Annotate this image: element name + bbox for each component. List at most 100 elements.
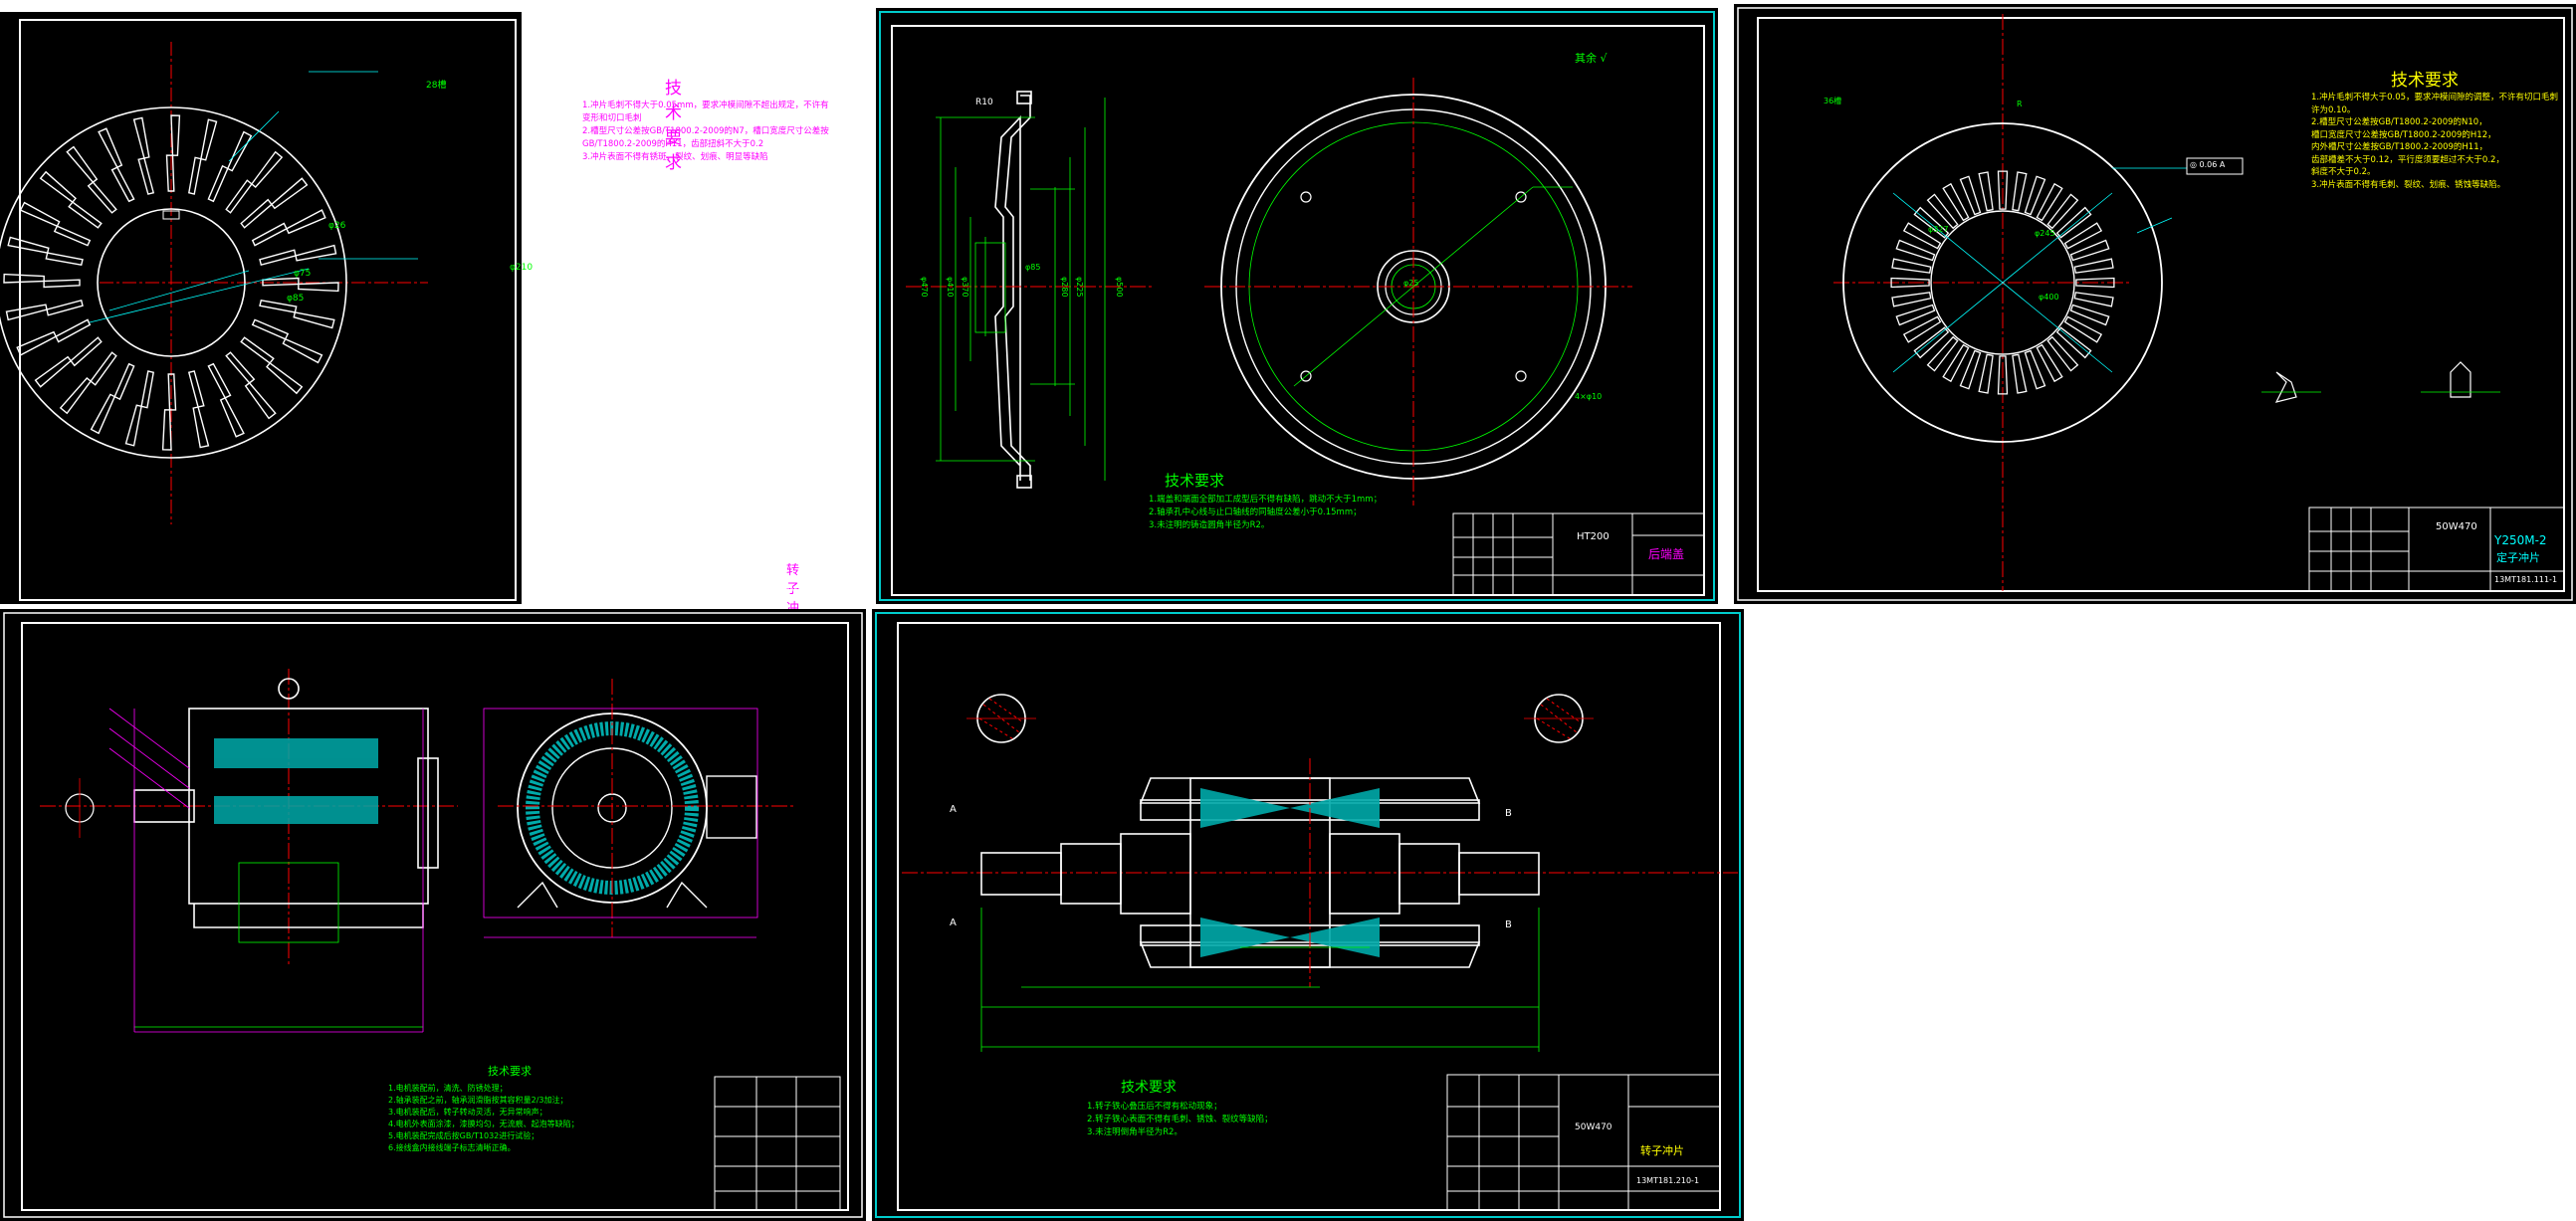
rotor-lamination-drawing xyxy=(0,19,517,601)
rotor-dim-bore: φ75 xyxy=(294,269,312,279)
rotor-slot xyxy=(34,336,103,388)
assembly-tech-title: 技术要求 xyxy=(488,1065,532,1078)
stator-slot xyxy=(1913,326,1950,359)
stator-tech-note: 斜度不大于0.2。 xyxy=(2311,167,2376,177)
section-label-a-bottom: A xyxy=(950,917,957,928)
stator-tolerance-box: ◎ 0.06 A xyxy=(2190,160,2226,169)
stator-tech-note: 许为0.10。 xyxy=(2311,104,2356,115)
end-cover-dim-a: φ470 xyxy=(920,277,929,298)
assembly-drawing xyxy=(3,612,863,1218)
rotor-drawing-no: 13MT181.210-1 xyxy=(778,586,844,606)
rotor-slot xyxy=(251,209,326,247)
section-label-b-top: B xyxy=(1505,808,1512,819)
stator-tech-notes: 1.冲片毛刺不得大于0.05，要求冲模间隙的调整，不许有切口毛刺 许为0.10。… xyxy=(2311,92,2570,191)
rotor-slot xyxy=(16,318,92,356)
stator-slot xyxy=(1891,258,1932,274)
stator-slot xyxy=(2055,326,2092,359)
rotor-slot xyxy=(7,236,84,267)
rotor-tech-title: 技术要求 xyxy=(665,79,682,173)
sheet-rotor-lamination: 技术要求 1.冲片毛刺不得大于0.05mm，要求冲模间隙不超出规定，不许有变形和… xyxy=(0,12,843,635)
stator-dim-inner: φ245 xyxy=(2035,229,2055,238)
rotor-dim-slots: 28槽 xyxy=(426,81,447,91)
rotor-material: 50W470 xyxy=(721,540,762,551)
stator-slot xyxy=(2046,335,2079,372)
stator-slot xyxy=(1926,335,1959,372)
sheet-end-cover: 其余 √ 技术要求 1.端盖和端面全部加工成型后不得有缺陷，跳动不大于1mm； … xyxy=(876,8,1718,604)
rotor-slot xyxy=(66,145,117,214)
assembly-tech-note: 4.电机外表面涂漆，漆膜均匀，无流痕、起泡等缺陷； xyxy=(388,1119,579,1128)
assembly-tech-notes: 1.电机装配前，清洗、防锈处理； 2.轴承装配之前，轴承润滑脂按其容积量2/3加… xyxy=(388,1083,697,1154)
stator-model: Y250M-2 xyxy=(2494,533,2547,547)
stator-slot xyxy=(1942,343,1970,383)
stator-tech-note: 槽口宽度尺寸公差按GB/T1800.2-2009的H12， xyxy=(2311,129,2496,140)
stator-slot xyxy=(1895,304,1936,326)
stator-slot xyxy=(2012,353,2028,394)
rotor-slot xyxy=(165,114,181,192)
rotor-assembly-tech-note: 1.转子铁心叠压后不得有松动现象； xyxy=(1087,1102,1222,1112)
stator-slot xyxy=(1891,292,1932,307)
assembly-tech-note: 2.轴承装配之前，轴承润滑脂按其容积量2/3加注； xyxy=(388,1096,568,1105)
end-cover-dim-f: φ85 xyxy=(1025,263,1041,272)
stator-tech-note: 2.槽型尺寸公差按GB/T1800.2-2009的N10， xyxy=(2311,117,2487,127)
stator-slot xyxy=(2024,349,2046,390)
end-cover-tech-note: 2.轴承孔中心线与止口轴线的同轴度公差小于0.15mm； xyxy=(1149,508,1362,517)
rotor-dim-inner: φ85 xyxy=(287,294,305,304)
rotor-slot xyxy=(90,362,135,435)
stator-slot xyxy=(2036,182,2063,222)
stator-slot xyxy=(1913,206,1950,239)
rotor-tech-notes: 1.冲片毛刺不得大于0.05mm，要求冲模间隙不超出规定，不许有变形和切口毛刺 … xyxy=(582,100,831,164)
sheet-assembly: 技术要求 1.电机装配前，清洗、防锈处理； 2.轴承装配之前，轴承润滑脂按其容积… xyxy=(0,609,866,1221)
stator-slot xyxy=(2073,292,2114,307)
sheet-stator-lamination: 技术要求 1.冲片毛刺不得大于0.05，要求冲模间隙的调整，不许有切口毛刺 许为… xyxy=(1734,4,2576,604)
rotor-slots xyxy=(3,114,339,451)
stator-tech-note: 齿部槽差不大于0.12，平行度须要超过不大于0.2， xyxy=(2311,154,2504,165)
rotor-slot xyxy=(124,370,155,447)
stator-drawing-no: 13MT181.111-1 xyxy=(2494,575,2558,584)
stator-slot xyxy=(2075,277,2115,289)
rotor-slot xyxy=(187,118,218,195)
rotor-slot xyxy=(225,351,277,420)
rotor-dim-shaft: φ26 xyxy=(328,221,346,231)
stator-slot xyxy=(1926,193,1959,230)
end-cover-drawing xyxy=(879,11,1715,601)
rotor-slot xyxy=(187,370,210,449)
stator-slot xyxy=(1997,170,2009,210)
rotor-slot xyxy=(39,170,103,229)
rotor-slot xyxy=(262,277,339,293)
assembly-tech-note: 5.电机装配完成后按GB/T1032进行试验； xyxy=(388,1131,539,1140)
rotor-dim-key: 25 xyxy=(781,303,793,312)
stator-tech-note: 内外槽尺寸公差按GB/T1800.2-2009的H11， xyxy=(2311,142,2488,152)
rotor-assembly-tech-note: 2.转子铁心表面不得有毛刺、锈蚀、裂纹等缺陷； xyxy=(1087,1115,1273,1124)
rotor-assembly-drawing-no: 13MT181.210-1 xyxy=(1636,1176,1700,1185)
end-cover-tech-note: 3.未注明的铸造圆角半径为R2。 xyxy=(1149,520,1270,530)
rotor-slot xyxy=(19,201,92,247)
stator-slot xyxy=(2073,258,2114,274)
stator-slot xyxy=(1978,171,1994,212)
stator-slot xyxy=(1978,353,1994,394)
stator-slot xyxy=(1902,222,1942,250)
stator-drawing-title: 定子冲片 xyxy=(2496,551,2540,564)
rotor-assembly-material: 50W470 xyxy=(1575,1122,1612,1132)
stator-lamination-drawing xyxy=(1737,7,2573,601)
stator-tech-note: 3.冲片表面不得有毛刺、裂纹、划痕、锈蚀等缺陷。 xyxy=(2311,179,2506,190)
section-label-a-top: A xyxy=(950,804,957,815)
rotor-slot xyxy=(132,116,155,195)
stator-slot xyxy=(2069,239,2110,262)
end-cover-dim-r10: R10 xyxy=(975,98,993,107)
rotor-assembly-tech-notes: 1.转子铁心叠压后不得有松动现象； 2.转子铁心表面不得有毛刺、锈蚀、裂纹等缺陷… xyxy=(1087,1101,1386,1139)
end-cover-check-mark: 其余 √ xyxy=(1575,52,1608,65)
end-cover-tech-notes: 1.端盖和端面全部加工成型后不得有缺陷，跳动不大于1mm； 2.轴承孔中心线与止… xyxy=(1149,494,1427,532)
end-cover-drawing-title: 后端盖 xyxy=(1648,547,1685,561)
stator-dim-mid: φ327 xyxy=(1928,225,1949,234)
stator-slot xyxy=(2055,206,2092,239)
stator-tech-note: 1.冲片毛刺不得大于0.05，要求冲模间隙的调整，不许有切口毛刺 xyxy=(2311,93,2559,102)
rotor-dim-slot-c: 5 xyxy=(595,350,601,360)
stator-dim-slots: 36槽 xyxy=(1824,97,1842,105)
rotor-slot xyxy=(3,273,81,289)
end-cover-material: HT200 xyxy=(1577,531,1610,542)
stator-material: 50W470 xyxy=(2436,521,2477,532)
rotor-tech-note: 1.冲片毛刺不得大于0.05mm，要求冲模间隙不超出规定，不许有变形和切口毛刺 xyxy=(582,101,829,123)
rotor-slot xyxy=(251,318,323,364)
stator-slot xyxy=(1890,277,1930,289)
rotor-slot xyxy=(240,336,304,395)
